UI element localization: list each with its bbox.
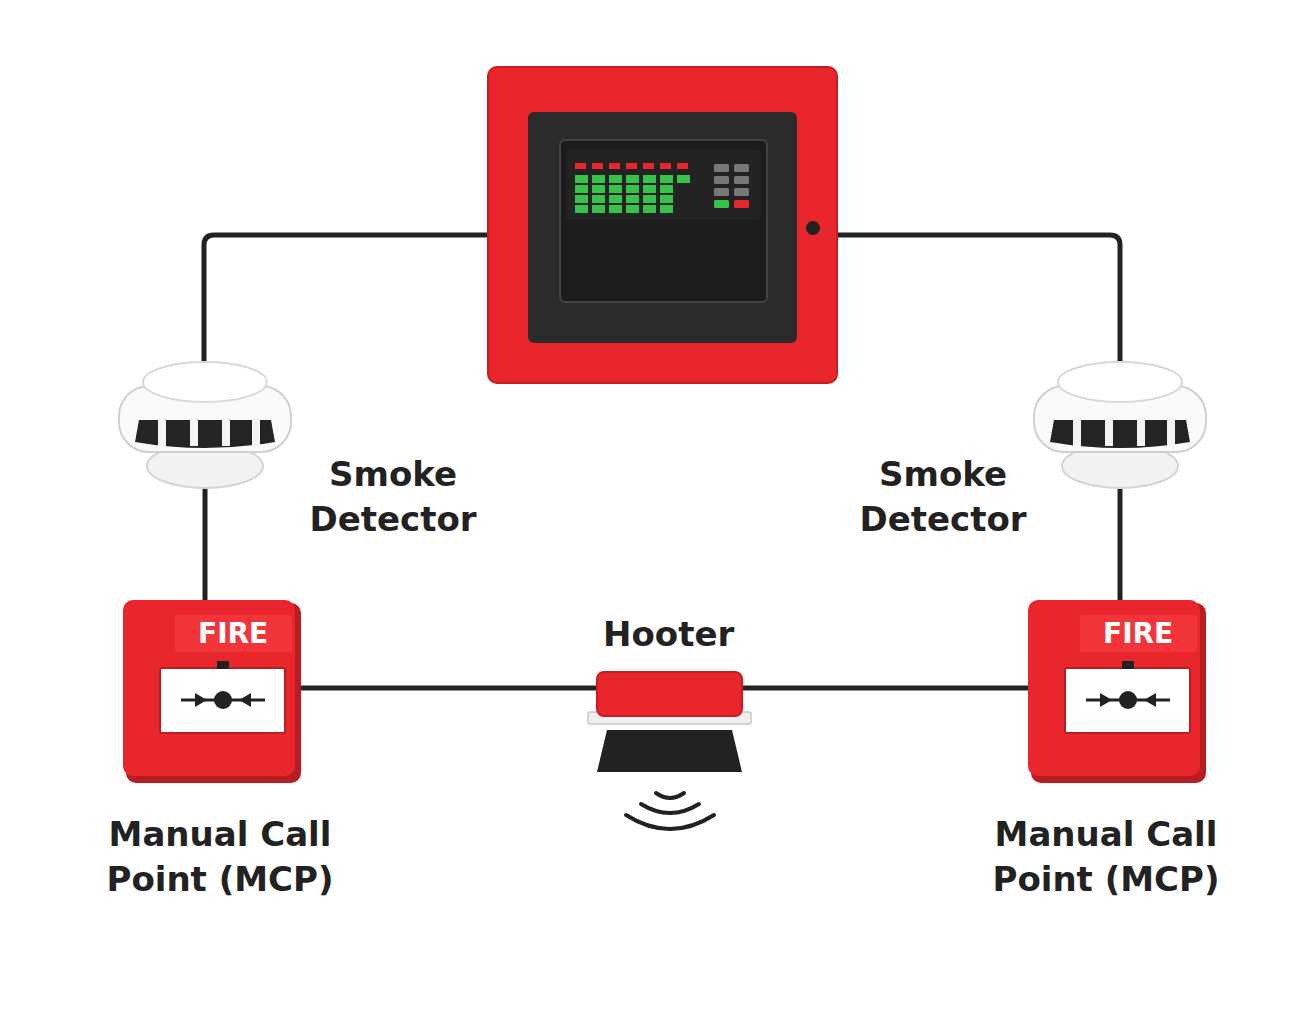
hooter-body — [597, 672, 742, 716]
sign-text: FIRE — [1103, 616, 1173, 653]
panel-wire — [837, 235, 1120, 362]
panel-button — [714, 176, 729, 184]
led — [677, 175, 690, 183]
led — [609, 195, 622, 203]
led — [660, 185, 673, 193]
fire-banner — [1080, 615, 1197, 652]
panel-wire — [204, 235, 488, 362]
vent-bar — [158, 418, 166, 446]
led — [592, 185, 605, 193]
smoke-detector-icon — [1030, 358, 1210, 488]
vent-bar — [1073, 418, 1081, 446]
press-dot — [1119, 691, 1137, 709]
mcp-tab — [217, 661, 229, 669]
device-label: Smoke Detector — [833, 452, 1053, 542]
mcp-window — [160, 668, 285, 733]
press-arrow — [195, 693, 207, 707]
led — [575, 185, 588, 193]
hooter-base — [597, 730, 742, 772]
led — [626, 175, 639, 183]
led — [575, 205, 588, 213]
fire-alarm-panel — [488, 67, 837, 383]
device-label: Manual Call Point (MCP) — [956, 812, 1256, 902]
led — [643, 205, 656, 213]
led — [643, 195, 656, 203]
vent-bar — [222, 418, 230, 446]
led — [609, 205, 622, 213]
wire — [298, 686, 597, 691]
led — [660, 163, 671, 169]
panel-buttons — [714, 164, 749, 208]
press-arrow — [239, 693, 251, 707]
led — [660, 175, 673, 183]
vent-bar — [1167, 418, 1175, 446]
led — [592, 195, 605, 203]
mcp-window — [1065, 668, 1190, 733]
hooter: Hooter — [597, 672, 742, 772]
vent-bar — [1105, 418, 1113, 446]
hooter-icon — [597, 672, 742, 772]
led — [643, 185, 656, 193]
led — [609, 163, 620, 169]
led — [643, 175, 656, 183]
led — [626, 163, 637, 169]
sound-waves — [626, 793, 714, 829]
press-arrow — [1100, 693, 1112, 707]
panel-button — [734, 164, 749, 172]
led — [609, 185, 622, 193]
detector-cap — [1058, 362, 1182, 402]
mcp-body — [123, 600, 295, 776]
panel-button — [714, 200, 729, 208]
smoke-detector: Smoke Detector — [115, 358, 295, 488]
smoke-detector-icon — [115, 358, 295, 488]
led — [609, 175, 622, 183]
manual-call-point: FIREManual Call Point (MCP) — [123, 600, 298, 780]
press-arrow — [1144, 693, 1156, 707]
press-dot — [214, 691, 232, 709]
sign-text: FIRE — [198, 616, 268, 653]
mcp-body — [1028, 600, 1200, 776]
vent-bar — [1137, 418, 1145, 446]
led — [660, 205, 673, 213]
led — [575, 195, 588, 203]
panel-button — [714, 188, 729, 196]
led — [592, 163, 603, 169]
device-label: Smoke Detector — [283, 452, 503, 542]
mcp-tab — [1122, 661, 1134, 669]
smoke-detector: Smoke Detector — [1030, 358, 1210, 488]
led — [626, 205, 639, 213]
panel-button — [734, 176, 749, 184]
led-grid — [575, 163, 690, 213]
wire — [742, 686, 1028, 691]
led — [626, 195, 639, 203]
vent-bar — [252, 418, 260, 446]
panel-button — [734, 200, 749, 208]
wire — [1118, 488, 1123, 600]
vent-bar — [190, 418, 198, 446]
panel-lock — [806, 221, 820, 235]
device-label: Manual Call Point (MCP) — [70, 812, 370, 902]
panel-button — [714, 164, 729, 172]
led — [575, 163, 586, 169]
led — [677, 163, 688, 169]
device-label: Hooter — [603, 612, 734, 657]
manual-call-point: FIREManual Call Point (MCP) — [1028, 600, 1203, 780]
panel-button — [734, 188, 749, 196]
led — [660, 195, 673, 203]
fire-banner — [175, 615, 292, 652]
led — [575, 175, 588, 183]
detector-cap — [143, 362, 267, 402]
led — [626, 185, 639, 193]
wire — [203, 488, 208, 600]
led — [592, 205, 605, 213]
led — [643, 163, 654, 169]
led — [592, 175, 605, 183]
